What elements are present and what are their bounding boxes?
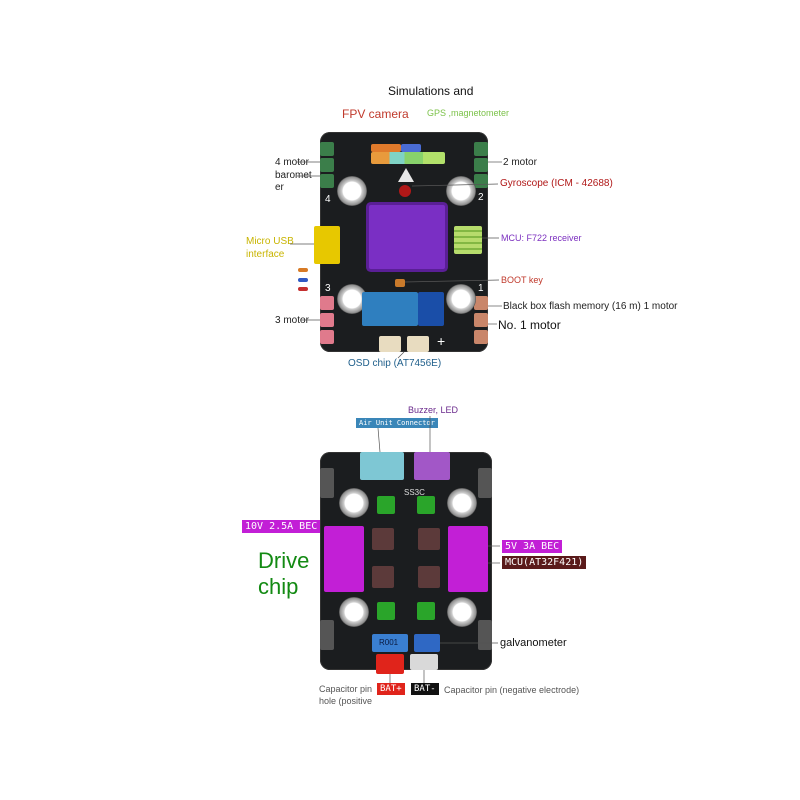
label-motor3: 3 motor bbox=[275, 315, 309, 326]
gps-connector bbox=[401, 144, 421, 152]
label-micro-usb-2: interface bbox=[246, 249, 285, 260]
label-blackbox: Black box flash memory (16 m) 1 motor bbox=[503, 301, 678, 312]
label-micro-usb-1: Micro USB bbox=[246, 236, 294, 247]
drive-chip-1 bbox=[377, 496, 395, 514]
esc-mount-hole-bottom-left bbox=[339, 597, 369, 627]
silk-number-1: 1 bbox=[478, 283, 484, 294]
drive-chip-7 bbox=[377, 602, 395, 620]
drive-chip-6 bbox=[418, 566, 440, 588]
bec-10v-block bbox=[324, 526, 364, 592]
motor4-pad-b bbox=[320, 158, 334, 172]
label-cap-pos-1: Capacitor pin bbox=[319, 684, 373, 694]
label-drive-1: Drive bbox=[258, 548, 310, 573]
mcu-chip bbox=[369, 205, 445, 269]
motor2-pad-a bbox=[474, 142, 488, 156]
left-marker-blue bbox=[298, 278, 308, 282]
left-marker-orange bbox=[298, 268, 308, 272]
drive-chip-4 bbox=[418, 528, 440, 550]
micro-usb-port bbox=[314, 226, 340, 264]
shunt-resistor bbox=[372, 634, 408, 652]
label-simulations: Simulations and bbox=[388, 84, 474, 98]
motor4-pad-c bbox=[320, 174, 334, 188]
esc-right-pad-b bbox=[478, 620, 492, 650]
label-fpv-camera: FPV camera bbox=[342, 107, 409, 121]
label-gyroscope: Gyroscope (ICM - 42688) bbox=[500, 178, 613, 189]
esc-left-pad-b bbox=[320, 620, 334, 650]
silk-number-2: 2 bbox=[478, 192, 484, 203]
gyroscope-chip bbox=[399, 185, 411, 197]
esc-mount-hole-top-right bbox=[447, 488, 477, 518]
drive-chip-5 bbox=[372, 566, 394, 588]
label-cap-pos-2: hole (positive bbox=[319, 696, 373, 706]
motor2-pad-c bbox=[474, 174, 488, 188]
silk-plus: + bbox=[437, 333, 446, 349]
air-unit-connector bbox=[360, 452, 404, 480]
motor3-pad-c bbox=[320, 330, 334, 344]
drive-chip-8 bbox=[417, 602, 435, 620]
mount-hole-top-right bbox=[446, 176, 476, 206]
tag-bat-minus: BAT- bbox=[411, 683, 439, 695]
label-barometer-2: er bbox=[275, 182, 284, 193]
label-galvanometer: galvanometer bbox=[500, 637, 567, 649]
tag-bec-5v: 5V 3A BEC bbox=[502, 540, 563, 553]
mcu-side-connector bbox=[454, 226, 482, 254]
motor1-pad-b bbox=[474, 313, 488, 327]
osd-connector-right bbox=[407, 336, 429, 352]
resistor-marking: R001 bbox=[379, 638, 399, 647]
label-boot-key: BOOT key bbox=[501, 275, 543, 285]
tag-bat-plus: BAT+ bbox=[377, 683, 405, 695]
silk-number-3: 3 bbox=[325, 283, 331, 294]
label-drive-2: chip bbox=[258, 574, 299, 599]
esc-mount-hole-top-left bbox=[339, 488, 369, 518]
drive-chip-2 bbox=[417, 496, 435, 514]
osd-connector-left bbox=[379, 336, 401, 352]
camera-marker bbox=[398, 168, 414, 182]
motor1-pad-a bbox=[474, 296, 488, 310]
label-buzzer-led: Buzzer, LED bbox=[408, 405, 459, 415]
label-cap-neg: Capacitor pin (negative electrode) bbox=[444, 685, 580, 695]
esc-mount-hole-bottom-right bbox=[447, 597, 477, 627]
esc-right-pad-a bbox=[478, 468, 492, 498]
label-gps-magnetometer: GPS ,magnetometer bbox=[427, 108, 510, 118]
galvanometer-chip bbox=[414, 634, 440, 652]
motor3-pad-a bbox=[320, 296, 334, 310]
motor1-pad-c bbox=[474, 330, 488, 344]
left-marker-red bbox=[298, 287, 308, 291]
esc-left-pad-a bbox=[320, 468, 334, 498]
motor2-pad-b bbox=[474, 158, 488, 172]
bat-plus-pad bbox=[376, 654, 404, 674]
buzzer-led-connector bbox=[414, 452, 450, 480]
silk-code: SS3C bbox=[404, 488, 425, 497]
tag-bec-10v: 10V 2.5A BEC bbox=[242, 520, 321, 533]
mount-hole-bottom-right bbox=[446, 284, 476, 314]
silk-number-4: 4 bbox=[325, 194, 331, 205]
label-osd-chip: OSD chip (AT7456E) bbox=[348, 358, 442, 369]
label-mcu: MCU: F722 receiver bbox=[501, 233, 582, 243]
label-barometer-1: baromet bbox=[275, 170, 312, 181]
drive-chip-3 bbox=[372, 528, 394, 550]
motor4-pad-a bbox=[320, 142, 334, 156]
motor3-pad-b bbox=[320, 313, 334, 327]
blackbox-flash-chip bbox=[362, 292, 418, 326]
fpv-connector bbox=[371, 144, 401, 152]
label-motor4: 4 motor bbox=[275, 157, 309, 168]
boot-key bbox=[395, 279, 405, 287]
label-no1-motor: No. 1 motor bbox=[498, 318, 561, 332]
bec-5v-block bbox=[448, 526, 488, 592]
tag-air-unit-connector: Air Unit Connector bbox=[356, 418, 438, 428]
bat-minus-pad bbox=[410, 654, 438, 670]
connector-row-colored bbox=[371, 152, 445, 164]
mount-hole-top-left bbox=[337, 176, 367, 206]
label-motor2: 2 motor bbox=[503, 157, 537, 168]
blackbox-flash-chip-b bbox=[418, 292, 444, 326]
tag-mcu: MCU(AT32F421) bbox=[502, 556, 587, 569]
